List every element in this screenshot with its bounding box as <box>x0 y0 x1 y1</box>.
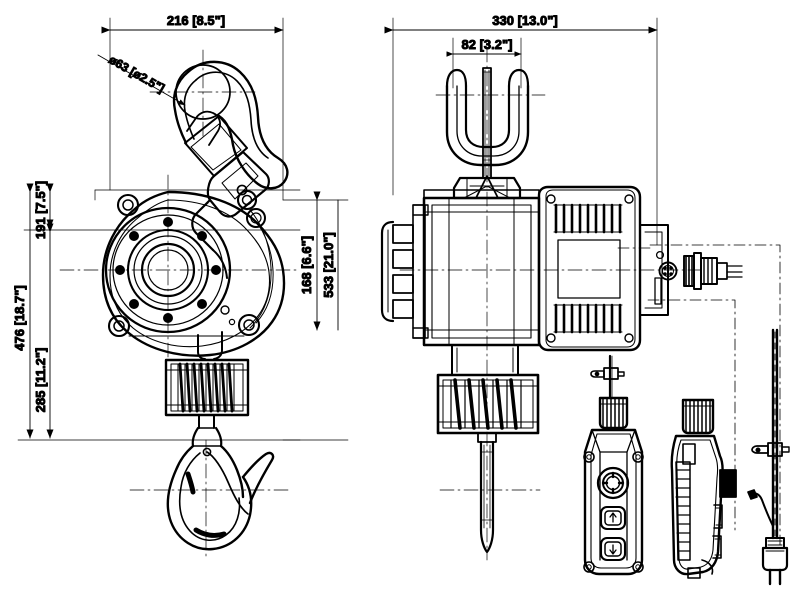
gearbox-housing-side <box>101 189 286 357</box>
dimension-191-label: 191 [7.5"] <box>33 181 48 239</box>
hoist-up-button[interactable] <box>599 505 627 531</box>
pendant-control-side <box>670 398 737 579</box>
power-connector <box>658 252 743 290</box>
side-view: 216 [8.5"] ø63 [ø2.5"] 191 [7.5"] 476 [1… <box>12 13 349 561</box>
dimension-216: 216 [8.5"] <box>101 13 284 34</box>
chain-guide-front <box>436 373 540 554</box>
cable-routing-lines <box>617 244 781 546</box>
cord-strain-relief <box>751 442 790 457</box>
control-box-front <box>537 185 669 352</box>
dimension-476-label: 476 [18.7"] <box>12 285 27 350</box>
pendant-housing-front <box>583 428 644 576</box>
pendant-gland-front <box>598 396 629 430</box>
hoist-down-button[interactable] <box>599 536 627 562</box>
dimension-285: 285 [11.2"] <box>33 223 54 439</box>
dimension-d63: ø63 [ø2.5"] <box>97 52 186 106</box>
cable-strain-relief-left <box>590 367 625 380</box>
dimension-168-label: 168 [6.6"] <box>299 236 314 294</box>
motor-housing-front <box>422 189 541 376</box>
mains-plug <box>761 537 789 586</box>
dimension-476: 476 [18.7"] <box>12 183 34 439</box>
bottom-hook-side <box>166 426 275 551</box>
dimension-285-label: 285 [11.2"] <box>33 348 48 413</box>
pendant-housing-side <box>670 434 737 579</box>
dimension-330: 330 [13.0"] <box>384 13 658 34</box>
pendant-gland-side <box>681 398 715 435</box>
pendant-control-front <box>583 354 644 576</box>
extension-lines-right <box>392 17 658 246</box>
gearbox-front <box>380 196 429 347</box>
front-view: 330 [13.0"] 82 [3.2"] <box>380 13 781 561</box>
power-cord-plug <box>747 328 790 586</box>
dimension-d63-label: ø63 [ø2.5"] <box>107 52 167 95</box>
top-hook-front <box>445 67 530 179</box>
dimension-191: 191 [7.5"] <box>33 180 54 240</box>
dimension-168: 168 [6.6"] <box>299 191 321 331</box>
extension-lines-left <box>17 17 349 441</box>
emergency-stop-button[interactable] <box>596 466 630 500</box>
dimension-82-label: 82 [3.2"] <box>462 37 513 52</box>
dimension-216-label: 216 [8.5"] <box>167 13 225 28</box>
dimension-533-label: 533 [21.0"] <box>321 232 336 297</box>
chain-guide-block-side <box>164 249 250 429</box>
top-hook-side <box>172 60 289 252</box>
dimension-330-label: 330 [13.0"] <box>492 13 557 28</box>
dimension-82: 82 [3.2"] <box>446 37 522 57</box>
dimension-533: 533 [21.0"] <box>321 199 339 331</box>
